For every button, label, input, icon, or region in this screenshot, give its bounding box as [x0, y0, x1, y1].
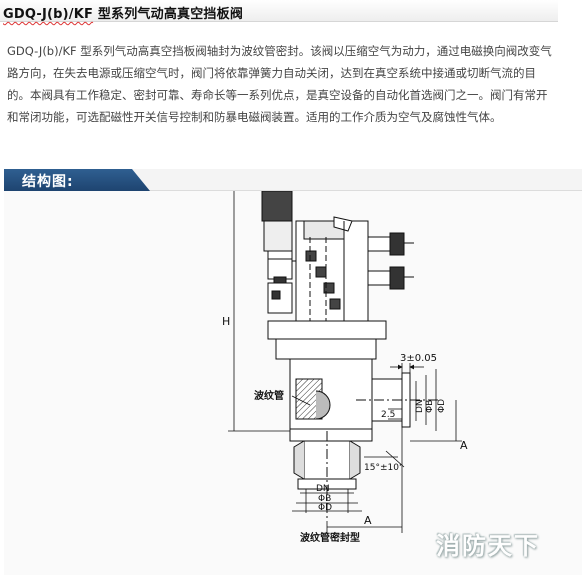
- dim-25-label: 2.5: [381, 410, 395, 420]
- dimension-h: [228, 191, 290, 432]
- product-name: 型系列气动高真空挡板阀: [97, 7, 244, 22]
- bellows-leader: [291, 395, 311, 406]
- actuator: [295, 216, 414, 322]
- dim-b-bottom-label: ΦB: [318, 494, 331, 504]
- dimension-bottom: [292, 427, 403, 533]
- structure-diagram: H A 3±0.05 2.5 DN ΦB ΦD 15°±10': [4, 180, 582, 575]
- section-header: 结构图:: [4, 169, 582, 191]
- page-title: GDQ-J(b)/KF 型系列气动高真空挡板阀: [3, 3, 243, 22]
- dim-gap-label: 3±0.05: [400, 353, 437, 364]
- dimension-side-port: [388, 363, 437, 431]
- dim-a-right-label: A: [460, 439, 468, 452]
- structure-diagram-svg: H A 3±0.05 2.5 DN ΦB ΦD 15°±10': [222, 180, 468, 544]
- product-description: GDQ-J(b)/KF 型系列气动高真空挡板阀轴封为波纹管密封。该阀以压缩空气为…: [7, 44, 552, 124]
- dim-a-bottom-label: A: [364, 514, 372, 527]
- section-label: 结构图:: [22, 174, 74, 190]
- dim-dn-bottom-label: DN: [316, 484, 330, 494]
- dimension-angle: [364, 450, 405, 468]
- valve-body: [267, 320, 440, 521]
- bellows-label: 波纹管: [254, 389, 284, 402]
- dim-dn-side-label: DN: [415, 399, 425, 413]
- watermark: 消防天下: [436, 532, 540, 560]
- solenoid-valve: [261, 180, 304, 314]
- bellows-seal-label: 波纹管密封型: [300, 531, 360, 544]
- dim-b-side-label: ΦB: [425, 400, 435, 413]
- dim-d-side-label: ΦD: [437, 399, 447, 413]
- section-tab: 结构图:: [4, 169, 150, 191]
- dim-h-label: H: [222, 315, 230, 328]
- dim-angle-label: 15°±10': [364, 463, 401, 473]
- dimension-a-vertical: [410, 400, 462, 442]
- product-code: GDQ-J(b)/KF: [3, 7, 94, 22]
- dim-d-bottom-label: ΦD: [318, 503, 332, 513]
- title-bar: GDQ-J(b)/KF 型系列气动高真空挡板阀: [0, 0, 558, 22]
